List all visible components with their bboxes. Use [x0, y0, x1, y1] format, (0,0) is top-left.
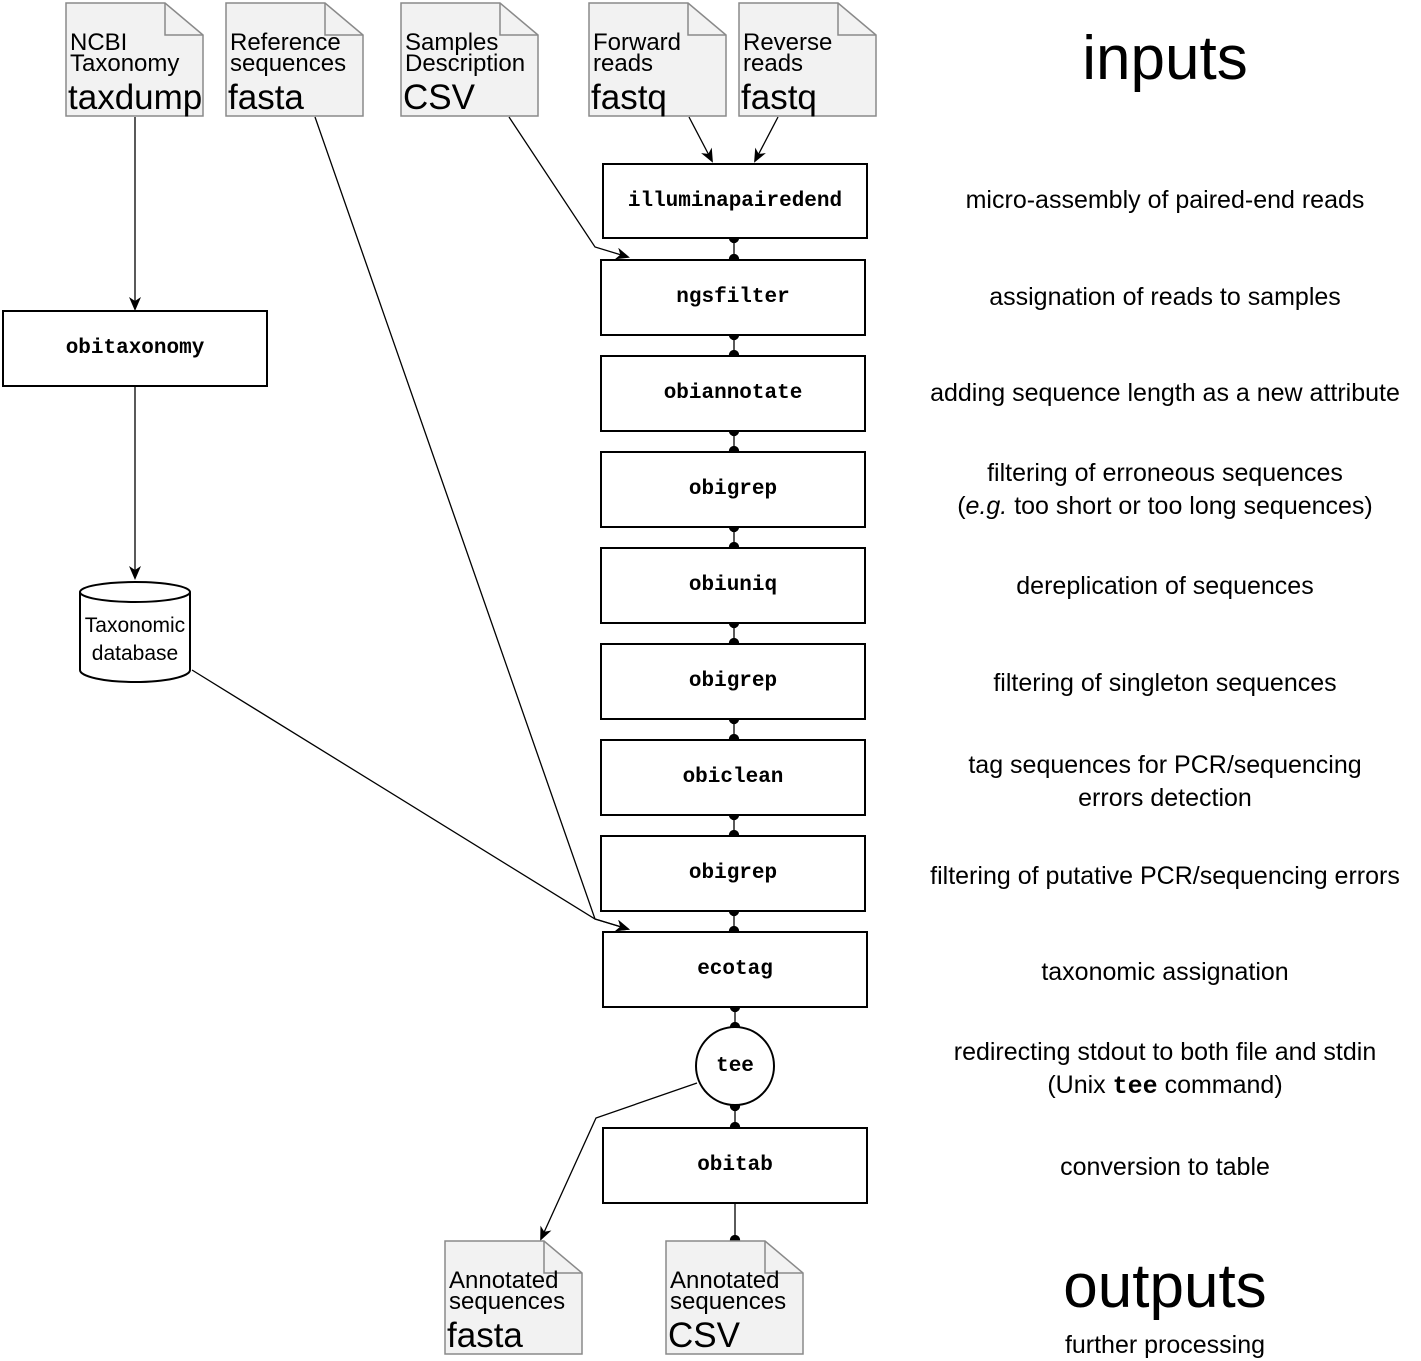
- desc-eg: e.g.: [965, 492, 1008, 520]
- database-line2: database: [91, 642, 179, 665]
- taxonomic-database: Taxonomic database: [78, 580, 192, 684]
- step-ecotag: ecotag: [602, 931, 868, 1008]
- desc-obiclean-line1: tag sequences for PCR/sequencing: [968, 751, 1362, 779]
- step-obiannotate: obiannotate: [600, 355, 866, 432]
- step-illuminapairedend: illuminapairedend: [602, 163, 868, 239]
- doc-line2: sequences: [670, 1288, 787, 1315]
- output-csv: Annotated sequences CSV: [665, 1240, 804, 1355]
- document-icon: [444, 1240, 583, 1355]
- document-icon: [400, 2, 539, 117]
- desc-paren-open: (: [957, 492, 966, 520]
- desc-tee-post: command): [1157, 1071, 1283, 1099]
- document-icon: [738, 2, 877, 117]
- doc-format: CSV: [668, 1316, 740, 1355]
- step-ngsfilter: ngsfilter: [600, 259, 866, 336]
- doc-format: taxdump: [68, 78, 203, 117]
- step-obigrep-2: obigrep: [600, 643, 866, 720]
- desc-obigrep-1-line1: filtering of erroneous sequences: [987, 459, 1343, 487]
- doc-format: fasta: [447, 1316, 523, 1355]
- desc-tee-pre: (Unix: [1047, 1071, 1113, 1099]
- doc-line1: Samples: [405, 29, 499, 56]
- doc-line1: Forward: [593, 29, 682, 56]
- desc-obiuniq: dereplication of sequences: [1016, 572, 1314, 600]
- desc-obiannotate: adding sequence length as a new attribut…: [930, 379, 1400, 407]
- output-fasta: Annotated sequences fasta: [444, 1240, 583, 1355]
- input-samples: Samples Description CSV: [400, 2, 539, 117]
- inputs-heading: inputs: [1082, 24, 1248, 93]
- desc-ngsfilter: assignation of reads to samples: [989, 283, 1341, 311]
- desc-obigrep-2: filtering of singleton sequences: [993, 669, 1337, 697]
- desc-obiclean-line2: errors detection: [1078, 784, 1252, 812]
- doc-line1: NCBI: [70, 29, 128, 56]
- input-reference: Reference sequences fasta: [225, 2, 364, 117]
- doc-line2: reads: [593, 50, 654, 77]
- document-icon: [65, 2, 204, 117]
- desc-illuminapairedend: micro-assembly of paired-end reads: [965, 186, 1365, 214]
- doc-format: fasta: [228, 78, 304, 117]
- doc-line1: Annotated: [670, 1267, 780, 1294]
- desc-ecotag: taxonomic assignation: [1041, 958, 1289, 986]
- input-taxdump: NCBI Taxonomy taxdump: [65, 2, 204, 117]
- step-obiclean: obiclean: [600, 739, 866, 816]
- doc-line1: Reference: [230, 29, 341, 56]
- desc-tee-line2: (Unix tee command): [905, 1069, 1421, 1103]
- desc-obitab: conversion to table: [1060, 1153, 1270, 1181]
- database-line1: Taxonomic: [84, 614, 186, 637]
- desc-rest: too short or too long sequences): [1007, 492, 1373, 520]
- doc-line2: Taxonomy: [70, 50, 180, 77]
- doc-line2: sequences: [449, 1288, 566, 1315]
- desc-tee-line1: redirecting stdout to both file and stdi…: [953, 1038, 1377, 1066]
- obitaxonomy-box: obitaxonomy: [2, 310, 268, 387]
- step-obigrep-1: obigrep: [600, 451, 866, 528]
- desc-obigrep-3: filtering of putative PCR/sequencing err…: [930, 862, 1400, 890]
- doc-line1: Annotated: [449, 1267, 559, 1294]
- doc-format: fastq: [591, 78, 667, 117]
- doc-line2: reads: [743, 50, 804, 77]
- doc-line2: Description: [405, 50, 526, 77]
- step-obiuniq: obiuniq: [600, 547, 866, 624]
- doc-line1: Reverse: [743, 29, 833, 56]
- step-obigrep-3: obigrep: [600, 835, 866, 912]
- desc-tee-cmd: tee: [1112, 1072, 1158, 1101]
- document-icon: [588, 2, 727, 117]
- step-obitab: obitab: [602, 1127, 868, 1204]
- step-tee: tee: [695, 1026, 775, 1106]
- input-forward: Forward reads fastq: [588, 2, 727, 117]
- doc-line2: sequences: [230, 50, 347, 77]
- database-icon: [79, 581, 191, 683]
- input-reverse: Reverse reads fastq: [738, 2, 877, 117]
- desc-obigrep-1-line2: (e.g. too short or too long sequences): [905, 490, 1421, 523]
- doc-format: CSV: [403, 78, 475, 117]
- document-icon: [225, 2, 364, 117]
- doc-format: fastq: [741, 78, 817, 117]
- further-processing-label: further processing: [1064, 1331, 1266, 1359]
- outputs-heading: outputs: [1063, 1252, 1267, 1321]
- document-icon: [665, 1240, 804, 1355]
